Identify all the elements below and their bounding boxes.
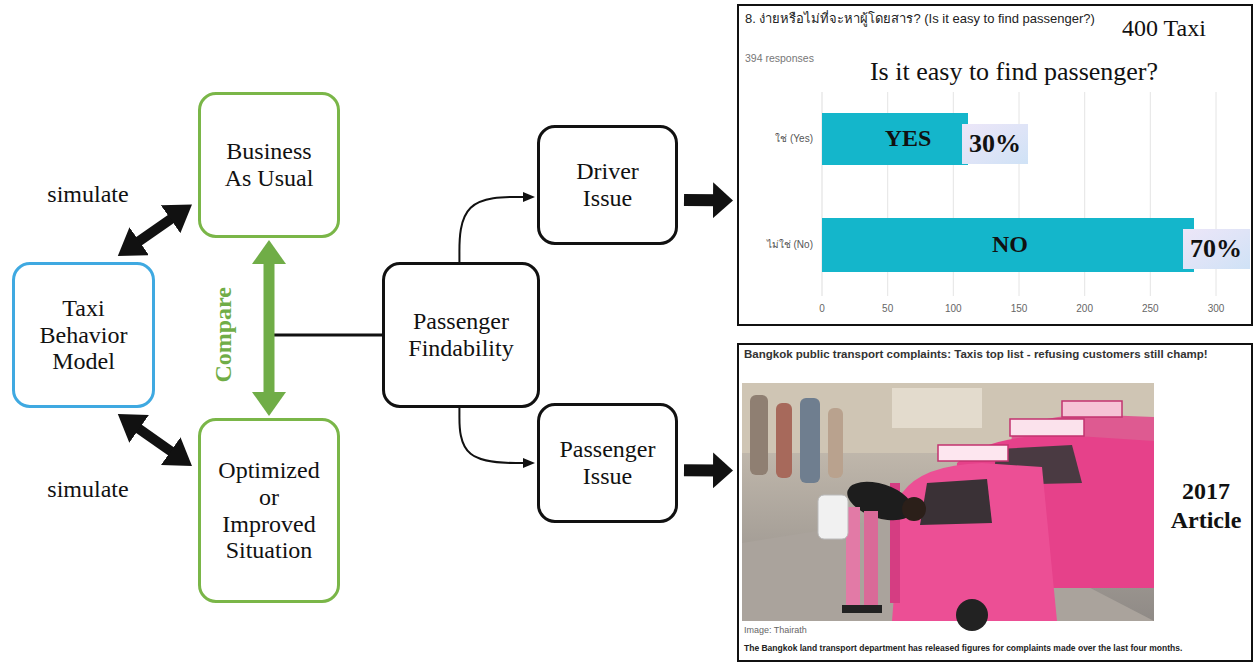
bar-percent: 30%	[969, 129, 1021, 159]
edge-label: simulate	[47, 476, 128, 504]
crowd-figure	[828, 408, 843, 478]
chart-grid	[822, 92, 1216, 296]
response-count: 394 responses	[745, 52, 814, 65]
axis-tick: 250	[1142, 303, 1159, 315]
passenger-figure	[902, 497, 926, 521]
box-label: Passenger Issue	[554, 436, 661, 490]
sample-size: 400 Taxi	[1122, 14, 1206, 43]
connector-arrow	[684, 464, 719, 476]
axis-tick: 100	[945, 303, 962, 315]
model-box: Taxi Behavior Model	[12, 262, 155, 408]
connector-arrow	[133, 424, 178, 455]
connector-arrow	[264, 256, 275, 400]
percent-patch	[1183, 229, 1250, 269]
taxi-sign	[1010, 419, 1084, 436]
chart-question: 8. ง่ายหรือไม่ที่จะหาผู้โดยสาร? (Is it e…	[745, 11, 1115, 27]
photo-credit: Image: Thairath	[744, 625, 807, 636]
issue-box: Driver Issue	[537, 125, 678, 245]
junction-line	[274, 334, 382, 337]
crowd-figure	[800, 398, 820, 483]
box-label: Business As Usual	[215, 138, 323, 192]
taxi-sign	[938, 445, 1008, 461]
bar-category: ใช่ (Yes)	[775, 133, 813, 145]
passenger-figure	[864, 511, 878, 607]
connector-arrow	[459, 197, 527, 262]
photo-background	[742, 383, 1154, 621]
scenario-box: Optimized or Improved Situation	[198, 418, 340, 603]
taxi-near	[892, 463, 1057, 621]
axis-tick: 0	[819, 303, 825, 315]
passenger-figure	[842, 605, 862, 613]
bar-percent: 70%	[1190, 234, 1242, 264]
news-photo	[742, 383, 1154, 631]
passenger-figure	[862, 605, 882, 613]
article-headline: Bangkok public transport complaints: Tax…	[744, 348, 1250, 362]
taxi-sign	[1062, 401, 1122, 417]
connector-arrow	[459, 408, 527, 463]
issue-box: Passenger Issue	[537, 403, 678, 523]
box-label: Passenger Findability	[401, 308, 521, 362]
article-lead: The Bangkok land transport department ha…	[744, 643, 1182, 653]
bar	[822, 218, 1194, 272]
box-label: Taxi Behavior Model	[27, 295, 140, 376]
article-year: 2017 Article	[1160, 477, 1252, 535]
box-label: Driver Issue	[554, 158, 661, 212]
passenger-bag	[818, 495, 848, 539]
article-panel: Bangkok public transport complaints: Tax…	[737, 343, 1253, 662]
scenario-box: Business As Usual	[198, 92, 340, 238]
axis-tick: 200	[1076, 303, 1093, 315]
box-label: Optimized or Improved Situation	[215, 457, 323, 565]
bar	[822, 113, 968, 165]
chart-title: Is it easy to find passenger?	[870, 56, 1158, 87]
bar-label: YES	[885, 125, 932, 153]
axis-tick: 300	[1208, 303, 1225, 315]
connector-arrow	[133, 215, 178, 246]
bar-label: NO	[992, 231, 1028, 259]
crowd-figure	[750, 395, 768, 475]
percent-patch	[962, 124, 1028, 164]
compare-label: Compare	[210, 287, 238, 383]
taxi-wheel	[956, 599, 988, 631]
edge-label: simulate	[47, 181, 128, 209]
connector-arrow	[684, 194, 719, 206]
axis-tick: 50	[882, 303, 893, 315]
survey-chart-panel: 8. ง่ายหรือไม่ที่จะหาผู้โดยสาร? (Is it e…	[737, 4, 1253, 326]
bar-category: ไม่ใช่ (No)	[767, 239, 813, 251]
building-block	[892, 388, 982, 428]
process-box: Passenger Findability	[382, 262, 540, 408]
taxi-window	[920, 479, 992, 525]
crowd-figure	[776, 403, 792, 478]
axis-tick: 150	[1011, 303, 1028, 315]
